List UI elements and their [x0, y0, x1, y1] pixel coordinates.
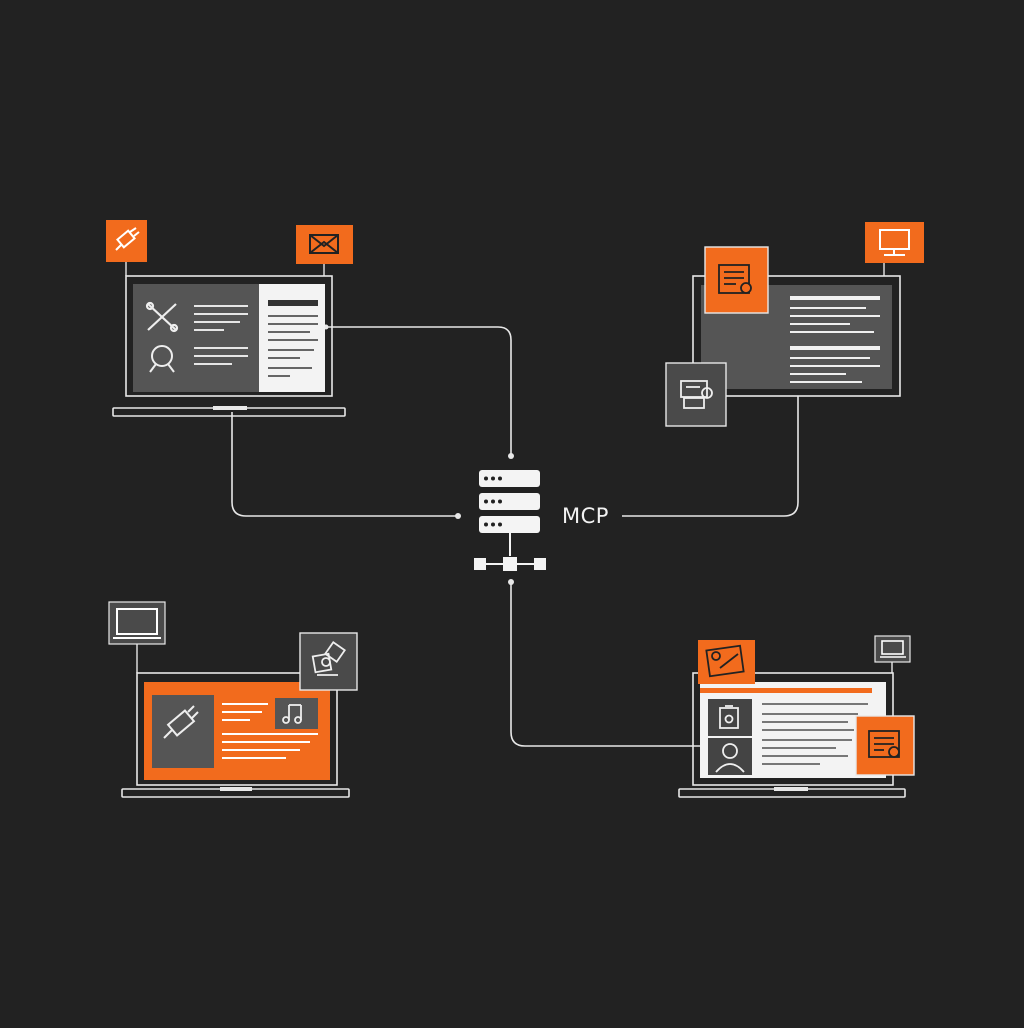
link-icon: [299, 632, 358, 691]
server-card-icon: [665, 362, 727, 427]
connector-right: [622, 396, 799, 517]
tools-icon: [145, 301, 179, 333]
document-icon: [704, 246, 769, 314]
client-top-left: [106, 220, 353, 417]
connector-bottom: [510, 582, 700, 747]
music-tile: [275, 698, 318, 729]
mcp-label: MCP: [562, 504, 609, 528]
plug-icon: [106, 220, 147, 262]
tag-icon: [719, 705, 739, 729]
gear-icon: [149, 345, 175, 373]
laptop-screen: [136, 672, 338, 786]
laptop-screen: [125, 275, 333, 397]
server-stack-icon: [474, 470, 546, 571]
monitor-icon: [865, 222, 924, 263]
plug-icon: [163, 705, 199, 739]
connectors: [231, 326, 799, 747]
client-top-right: [665, 222, 924, 427]
user-icon: [715, 743, 745, 773]
connector-dots: [323, 324, 514, 585]
connector-top-left: [326, 326, 512, 456]
envelope-icon: [296, 225, 353, 264]
image-icon: [698, 640, 755, 684]
connector-dot: [455, 513, 461, 519]
connector-left-down: [231, 412, 456, 517]
client-bottom-right: [678, 635, 915, 798]
monitor-icon: [108, 601, 166, 645]
music-note-icon: [282, 704, 302, 724]
document-icon: [855, 715, 915, 776]
client-bottom-left: [108, 601, 358, 798]
monitor-screen: [692, 275, 901, 397]
monitor-icon: [874, 635, 911, 663]
connector-dot: [508, 453, 514, 459]
connector-dot: [508, 579, 514, 585]
